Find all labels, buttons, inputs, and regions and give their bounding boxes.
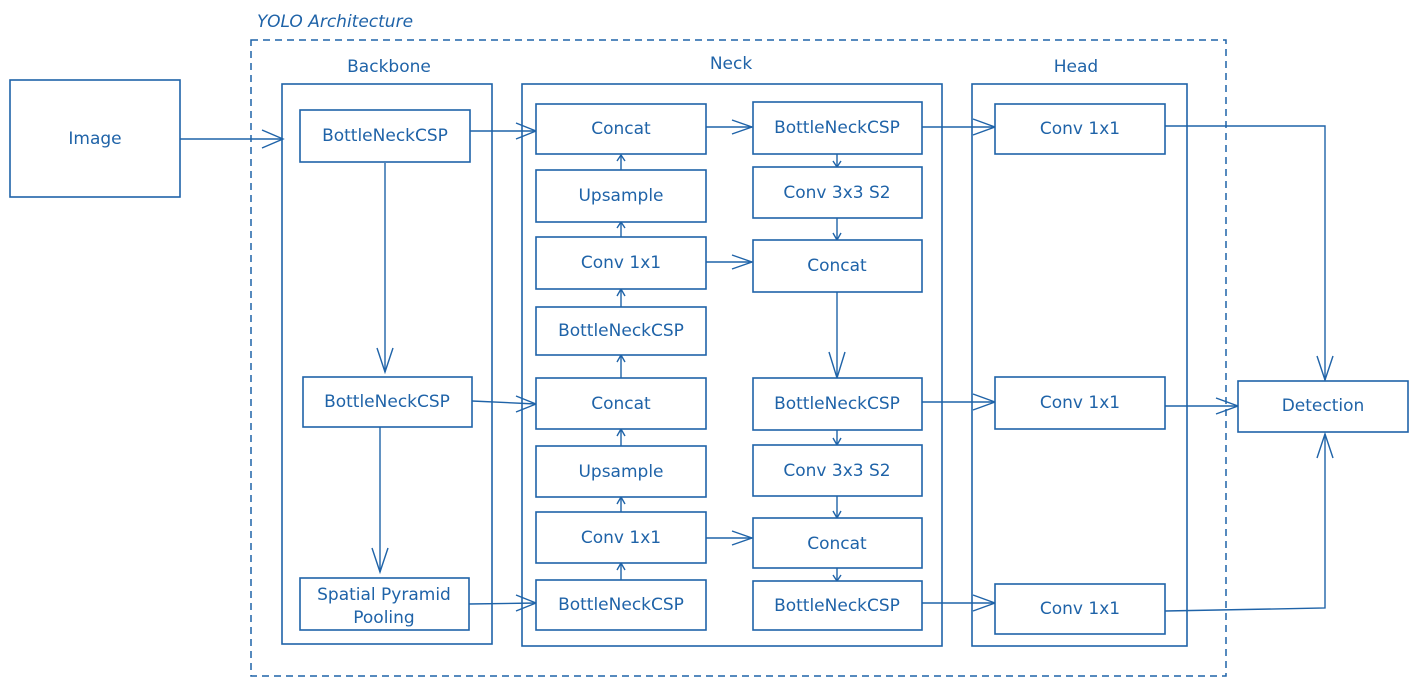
neck-bottleneckcsp-2: BottleNeckCSP — [535, 579, 707, 631]
arrow-head1-to-detection — [1165, 125, 1334, 383]
neck-concat-3: Concat — [752, 239, 923, 293]
neck-bottleneckcsp-1-label: BottleNeckCSP — [558, 321, 684, 341]
neck-conv1x1-1-label: Conv 1x1 — [581, 253, 661, 273]
backbone-label: Backbone — [347, 57, 431, 77]
arrow-bb2-to-concat — [471, 395, 538, 413]
detection-label: Detection — [1282, 396, 1365, 416]
head-conv1x1-2: Conv 1x1 — [994, 376, 1166, 430]
architecture-container — [250, 39, 1227, 677]
arrow-conv-to-concat-top — [706, 254, 755, 270]
neck-bottleneckcsp-1: BottleNeckCSP — [535, 306, 707, 356]
arrow-head3-to-detection — [1164, 431, 1334, 612]
diagram-title: YOLO Architecture — [257, 12, 413, 32]
arrow-image-to-bb1 — [180, 129, 285, 149]
neck-bottleneckcsp-4: BottleNeckCSP — [752, 377, 923, 431]
arrow-bb1-to-bb2 — [376, 163, 394, 375]
neck-bottleneckcsp-2-label: BottleNeckCSP — [558, 595, 684, 615]
arrow-up-3 — [616, 287, 626, 307]
head-label: Head — [1054, 57, 1098, 77]
backbone-bottleneckcsp-1-label: BottleNeckCSP — [322, 126, 448, 146]
neck-conv3x3-s2-2: Conv 3x3 S2 — [752, 444, 923, 497]
arrow-neck-to-head-1 — [922, 118, 998, 136]
arrow-down-6 — [832, 568, 842, 583]
arrow-up-7 — [616, 561, 626, 580]
arrow-down-5 — [832, 496, 842, 520]
arrow-up-5 — [616, 427, 626, 446]
neck-conv3x3-s2-2-label: Conv 3x3 S2 — [783, 461, 890, 481]
neck-upsample-2-label: Upsample — [578, 462, 663, 482]
head-conv1x1-3-label: Conv 1x1 — [1040, 599, 1120, 619]
neck-upsample-1: Upsample — [535, 169, 707, 223]
neck-label: Neck — [710, 54, 753, 74]
arrow-conv-to-concat-bottom — [706, 530, 755, 546]
neck-group — [521, 83, 943, 647]
image-label: Image — [68, 129, 121, 149]
backbone-bottleneckcsp-2-label: BottleNeckCSP — [324, 392, 450, 412]
neck-conv1x1-2: Conv 1x1 — [535, 511, 707, 564]
head-conv1x1-2-label: Conv 1x1 — [1040, 393, 1120, 413]
spp-label-line-2: Pooling — [353, 608, 414, 628]
arrow-up-4 — [616, 353, 626, 378]
arrow-concat-to-bottleneck-top — [706, 119, 755, 135]
backbone-bottleneckcsp-1: BottleNeckCSP — [299, 109, 471, 163]
neck-concat-1-label: Concat — [591, 119, 651, 139]
neck-concat-3-label: Concat — [807, 256, 867, 276]
arrow-down-1 — [832, 154, 842, 169]
arrow-neck-to-head-2 — [922, 393, 998, 411]
head-group — [971, 83, 1188, 647]
arrow-up-2 — [616, 220, 626, 237]
arrow-up-6 — [616, 495, 626, 512]
detection-node: Detection — [1237, 380, 1409, 433]
neck-upsample-1-label: Upsample — [578, 186, 663, 206]
neck-bottleneckcsp-3: BottleNeckCSP — [752, 101, 923, 155]
neck-concat-2: Concat — [535, 377, 707, 430]
arrow-head2-to-detection — [1165, 397, 1241, 415]
head-conv1x1-1-label: Conv 1x1 — [1040, 119, 1120, 139]
head-conv1x1-1: Conv 1x1 — [994, 103, 1166, 155]
neck-concat-2-label: Concat — [591, 394, 651, 414]
backbone-group — [281, 83, 493, 645]
neck-bottleneckcsp-4-label: BottleNeckCSP — [774, 394, 900, 414]
neck-upsample-2: Upsample — [535, 445, 707, 498]
image-node: Image — [9, 79, 181, 198]
arrow-down-4 — [832, 430, 842, 447]
arrow-bb2-to-spp — [371, 427, 389, 575]
arrow-down-2 — [832, 218, 842, 242]
arrow-bb1-to-concat — [470, 122, 538, 140]
neck-bottleneckcsp-3-label: BottleNeckCSP — [774, 118, 900, 138]
neck-concat-4: Concat — [752, 517, 923, 569]
neck-concat-4-label: Concat — [807, 534, 867, 554]
neck-conv3x3-s2-1: Conv 3x3 S2 — [752, 166, 923, 219]
head-conv1x1-3: Conv 1x1 — [994, 583, 1166, 635]
backbone-bottleneckcsp-2: BottleNeckCSP — [302, 376, 473, 428]
neck-bottleneckcsp-5: BottleNeckCSP — [752, 580, 923, 631]
arrow-down-3 — [828, 292, 846, 381]
neck-bottleneckcsp-5-label: BottleNeckCSP — [774, 596, 900, 616]
spatial-pyramid-pooling-node: Spatial Pyramid Pooling — [299, 577, 470, 631]
neck-conv1x1-1: Conv 1x1 — [535, 236, 707, 290]
neck-concat-1: Concat — [535, 103, 707, 155]
arrow-neck-to-head-3 — [922, 594, 998, 612]
arrow-spp-to-bottleneck — [468, 594, 538, 612]
spp-label-line-1: Spatial Pyramid — [317, 585, 451, 605]
arrow-up-1 — [616, 153, 626, 170]
neck-conv1x1-2-label: Conv 1x1 — [581, 528, 661, 548]
neck-conv3x3-s2-1-label: Conv 3x3 S2 — [783, 183, 890, 203]
